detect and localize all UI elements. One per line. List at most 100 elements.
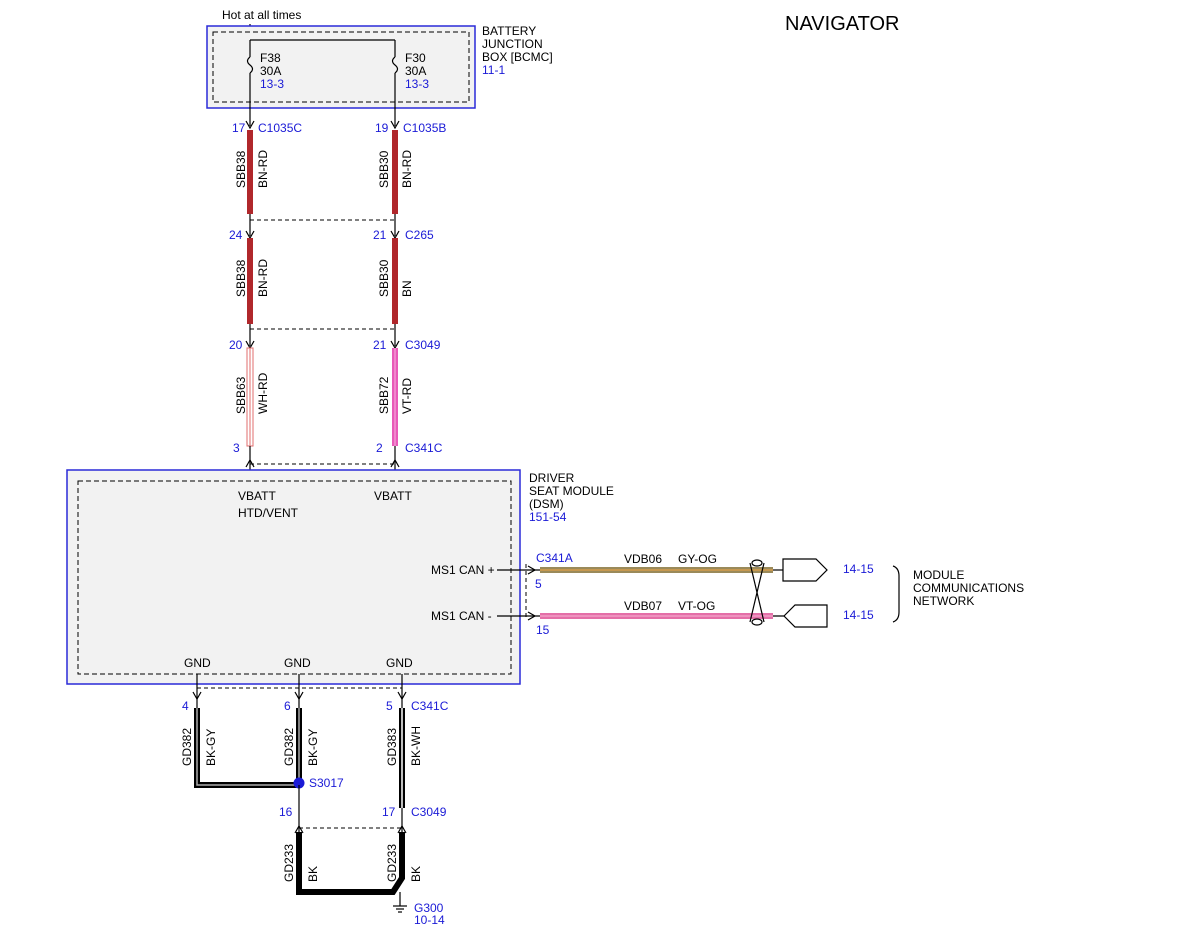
ground-ref: 10-14 (414, 913, 445, 927)
dsm-pin-vbatt: VBATT (374, 489, 412, 503)
c265-pin: 21 (373, 228, 387, 242)
wire-sbb30-upper (392, 130, 398, 214)
wire-label-circuit: SBB38 (234, 150, 248, 188)
wire-label-color: BK (306, 866, 320, 882)
fuse-f30-ref: 13-3 (405, 77, 429, 91)
dsm-pin-gnd-2: GND (284, 656, 311, 670)
network-line1: MODULE (913, 568, 964, 582)
wire-sbb38-upper (247, 130, 253, 214)
c341c-bottom-pin-a: 4 (182, 699, 189, 713)
dsm-pin-vbatt-htd: VBATT (238, 489, 276, 503)
connector-arrow (527, 611, 537, 621)
fuse-f30-rating: 30A (405, 64, 426, 78)
ground-name: G300 (414, 901, 444, 915)
wire-label-color: WH-RD (256, 372, 270, 414)
c3049-bottom-pin-a: 16 (279, 805, 293, 819)
c1035b-name: C1035B (403, 121, 446, 135)
bjb-name-line3: BOX [BCMC] (482, 50, 553, 64)
dsm-pin-gnd-3: GND (386, 656, 413, 670)
wire-gd233 (296, 832, 405, 895)
bjb-name-line1: BATTERY (482, 24, 536, 38)
c341c-bottom-pin-b: 6 (284, 699, 291, 713)
connector-arrow (397, 691, 407, 701)
ground-icon (393, 892, 407, 913)
can-minus-color: VT-OG (678, 599, 715, 613)
c3049-bottom-pin: 17 (382, 805, 396, 819)
bjb-name-line2: JUNCTION (482, 37, 543, 51)
dsm-name-line3: (DSM) (529, 497, 564, 511)
wire-label-circuit: SBB30 (377, 259, 391, 297)
connector-arrow (527, 565, 537, 575)
wire-sbb72 (392, 348, 398, 446)
page-title: NAVIGATOR (785, 13, 899, 35)
twisted-pair-icon (749, 559, 765, 626)
connector-arrow (397, 824, 407, 834)
bjb-ref: 11-1 (482, 63, 505, 77)
c3049-bottom-name: C3049 (411, 805, 447, 819)
wire-sbb30-middle (392, 238, 398, 324)
wire-label-color: VT-RD (400, 378, 414, 414)
splice-name: S3017 (309, 776, 344, 790)
fuse-f38-id: F38 (260, 51, 281, 65)
wire-label-circuit: SBB38 (234, 259, 248, 297)
dsm-pin-vbatt-htd-sub: HTD/VENT (238, 506, 299, 520)
c341c-top-name: C341C (405, 441, 443, 455)
c341a-name: C341A (536, 551, 573, 565)
fuse-f38-ref: 13-3 (260, 77, 284, 91)
c265-name: C265 (405, 228, 434, 242)
network-line2: COMMUNICATIONS (913, 581, 1024, 595)
network-line3: NETWORK (913, 594, 974, 608)
connector-arrow (294, 691, 304, 701)
wire-label-circuit: GD382 (282, 728, 296, 766)
fuse-f30-id: F30 (405, 51, 426, 65)
wire-label-color: BK (409, 866, 423, 882)
network-flag-plus (782, 558, 828, 582)
c3049-top-pin: 21 (373, 338, 387, 352)
c341c-top-pin: 2 (376, 441, 383, 455)
wire-label-color: BN-RD (256, 259, 270, 297)
fuse-f38-symbol (246, 40, 254, 126)
c1035b-pin: 19 (375, 121, 389, 135)
connector-arrow (245, 120, 255, 130)
c1035c-name: C1035C (258, 121, 302, 135)
c341a-pin-minus: 15 (536, 623, 550, 637)
dsm-name-line2: SEAT MODULE (529, 484, 614, 498)
c3049-top-left-pin: 20 (229, 338, 243, 352)
c3049-top-name: C3049 (405, 338, 441, 352)
dsm-pin-gnd-1: GND (184, 656, 211, 670)
c265-left-pin: 24 (229, 228, 243, 242)
dsm-ref: 151-54 (529, 510, 567, 524)
wire-label-circuit: SBB72 (377, 376, 391, 414)
wire-label-color: BK-GY (306, 729, 320, 766)
network-bracket (892, 565, 900, 623)
wire-label-circuit: SBB63 (234, 376, 248, 414)
dsm-pin-can-plus: MS1 CAN + (431, 563, 495, 577)
wire-sbb38-middle (247, 238, 253, 324)
wire-label-circuit: GD233 (282, 844, 296, 882)
c1035c-pin: 17 (232, 121, 246, 135)
connector-arrow (192, 691, 202, 701)
can-plus-circuit: VDB06 (624, 552, 662, 566)
connector-arrow (390, 120, 400, 130)
dsm-name-line1: DRIVER (529, 471, 575, 485)
connector-arrow (294, 824, 304, 834)
c341a-pin-plus: 5 (535, 577, 542, 591)
connector-arrow (245, 458, 255, 468)
can-plus-color: GY-OG (678, 552, 717, 566)
wire-label-color: BN (400, 280, 414, 297)
can-minus-circuit: VDB07 (624, 599, 662, 613)
fuse-f38-rating: 30A (260, 64, 281, 78)
c341c-top-left-pin: 3 (233, 441, 240, 455)
wire-label-circuit: GD383 (385, 728, 399, 766)
driver-seat-module (66, 469, 521, 685)
power-label: Hot at all times (222, 8, 301, 22)
fuse-f30-symbol (391, 40, 399, 126)
splice-s3017 (293, 777, 305, 789)
wire-label-circuit: SBB30 (377, 150, 391, 188)
dsm-pin-can-minus: MS1 CAN - (431, 609, 492, 623)
wire-label-color: BK-WH (409, 726, 423, 766)
wire-label-circuit: GD382 (180, 728, 194, 766)
wire-gd382-left-stripe (196, 708, 299, 786)
wire-label-color: BN-RD (400, 150, 414, 188)
